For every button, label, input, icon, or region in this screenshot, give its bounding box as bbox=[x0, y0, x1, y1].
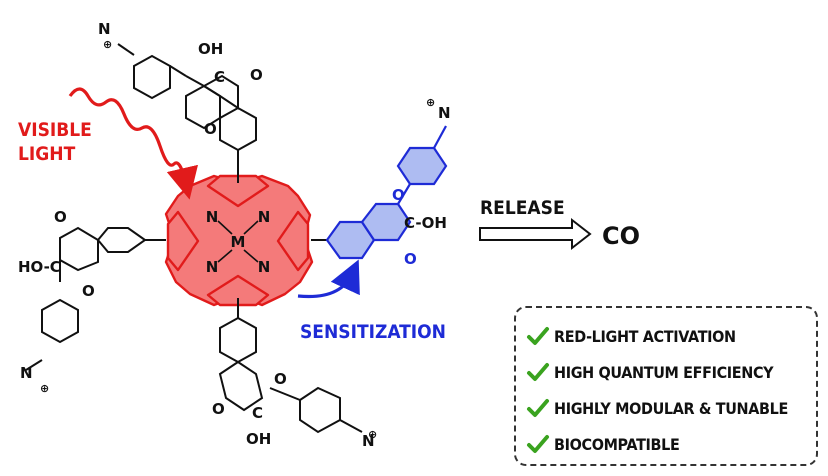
feature-list: RED-LIGHT ACTIVATION HIGH QUANTUM EFFICI… bbox=[514, 306, 818, 466]
feature-text: HIGHLY MODULAR & TUNABLE bbox=[554, 398, 788, 418]
feature-item: BIOCOMPATIBLE bbox=[526, 426, 816, 462]
flavonol-top bbox=[117, 43, 257, 152]
pyrrole-right bbox=[276, 210, 310, 272]
hydroxyl-label: OH bbox=[198, 40, 223, 58]
check-icon bbox=[527, 327, 549, 345]
flavonol-bottom-atoms: O C OH O N ⊕ bbox=[212, 370, 377, 450]
hydroxyl-label: OH bbox=[246, 430, 271, 448]
ammonium-label: N bbox=[20, 364, 33, 382]
oxygen-label: O bbox=[54, 208, 67, 226]
release-arrow bbox=[479, 217, 592, 251]
feature-text: HIGH QUANTUM EFFICIENCY bbox=[554, 362, 774, 382]
porphyrin-inner-bonds bbox=[217, 220, 259, 263]
meso-links bbox=[145, 150, 327, 318]
nitrogen-atom: N bbox=[258, 258, 271, 276]
check-icon bbox=[527, 399, 549, 417]
hydroxyl-label: HO-C bbox=[18, 258, 61, 276]
oxygen-label: O bbox=[250, 66, 263, 84]
flavonol-bottom bbox=[218, 316, 363, 434]
co-product-label: CO bbox=[602, 222, 640, 250]
nitrogen-atom: N bbox=[206, 258, 219, 276]
oxygen-label: O bbox=[274, 370, 287, 388]
oxygen-label: O bbox=[204, 120, 217, 138]
oxygen-label: O bbox=[212, 400, 225, 418]
visible-light-label: LIGHT bbox=[18, 143, 76, 165]
ammonium-label: N bbox=[438, 104, 451, 122]
flavonol-left bbox=[25, 226, 147, 371]
check-icon bbox=[527, 435, 549, 453]
charge-label: ⊕ bbox=[426, 96, 435, 109]
light-wave-icon bbox=[68, 87, 198, 200]
feature-item: HIGHLY MODULAR & TUNABLE bbox=[526, 390, 816, 426]
nitrogen-atom: N bbox=[258, 208, 271, 226]
flavonol-top-atoms: OH C O O N ⊕ bbox=[98, 20, 263, 138]
carbon-label: C bbox=[252, 404, 263, 422]
feature-text: BIOCOMPATIBLE bbox=[554, 434, 680, 454]
porphyrin-core bbox=[164, 174, 314, 307]
flavonol-right-atoms: O O C-OH N ⊕ bbox=[392, 96, 451, 268]
flavonol-left-atoms: O HO-C O N ⊕ bbox=[18, 208, 95, 395]
ammonium-label: N bbox=[362, 432, 375, 450]
ammonium-label: N bbox=[98, 20, 111, 38]
check-icon bbox=[527, 363, 549, 381]
flavonol-right bbox=[325, 125, 448, 260]
oxygen-label: O bbox=[82, 282, 95, 300]
oxygen-label: O bbox=[392, 186, 405, 204]
release-label: RELEASE bbox=[480, 197, 565, 219]
hydroxyl-label: C-OH bbox=[404, 214, 447, 232]
feature-text: RED-LIGHT ACTIVATION bbox=[554, 326, 736, 346]
charge-label: ⊕ bbox=[368, 428, 377, 441]
pyrrole-top bbox=[206, 174, 270, 208]
charge-label: ⊕ bbox=[103, 38, 112, 51]
oxygen-label: O bbox=[404, 250, 417, 268]
nitrogen-atom: N bbox=[206, 208, 219, 226]
charge-label: ⊕ bbox=[40, 382, 49, 395]
pyrrole-bottom bbox=[206, 274, 270, 307]
visible-light-label: VISIBLE bbox=[18, 119, 92, 141]
pyrrole-left bbox=[166, 210, 200, 272]
sensitization-arrow bbox=[297, 259, 360, 299]
metal-atom: M bbox=[231, 233, 246, 251]
feature-item: RED-LIGHT ACTIVATION bbox=[526, 318, 816, 354]
porphyrin-atoms: N N N N M bbox=[206, 208, 271, 276]
sensitization-label: SENSITIZATION bbox=[300, 321, 446, 343]
feature-item: HIGH QUANTUM EFFICIENCY bbox=[526, 354, 816, 390]
carbon-label: C bbox=[214, 68, 225, 86]
